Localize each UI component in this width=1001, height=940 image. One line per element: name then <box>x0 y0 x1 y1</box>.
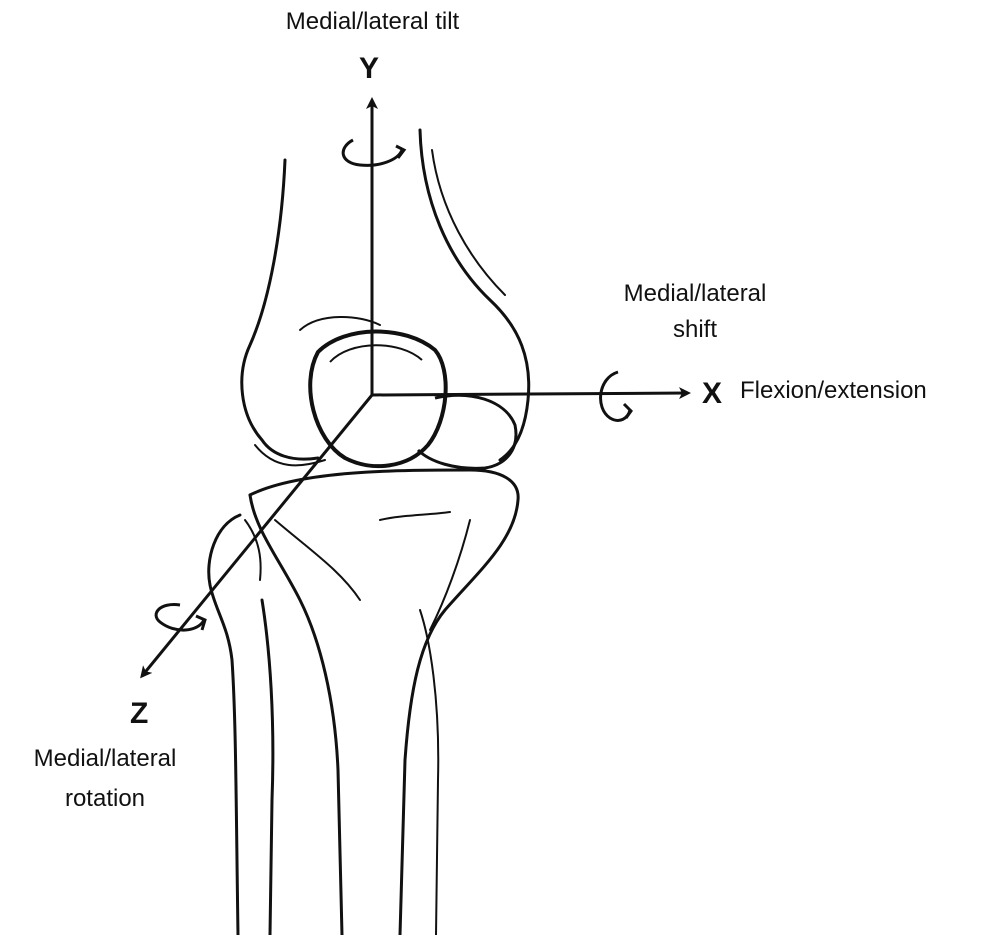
y-axis-letter: Y <box>359 52 379 86</box>
z-axis-description-line1: Medial/lateral <box>0 745 210 773</box>
femur <box>242 130 529 465</box>
x-axis-line <box>372 393 688 395</box>
x-translation-label-line2: shift <box>590 316 800 344</box>
tibia <box>250 470 518 935</box>
z-axis-line <box>142 395 372 676</box>
x-axis-letter: X <box>702 377 722 411</box>
z-axis-letter: Z <box>130 697 148 731</box>
y-axis-description: Medial/lateral tilt <box>250 8 495 36</box>
fibula <box>209 515 273 935</box>
y-rotation-arrow <box>343 140 404 165</box>
z-axis-description-line2: rotation <box>0 785 210 813</box>
x-translation-label-line1: Medial/lateral <box>590 280 800 308</box>
coordinate-axes <box>142 100 688 676</box>
x-rotation-arrow <box>601 372 631 420</box>
x-axis-description: Flexion/extension <box>740 377 927 405</box>
